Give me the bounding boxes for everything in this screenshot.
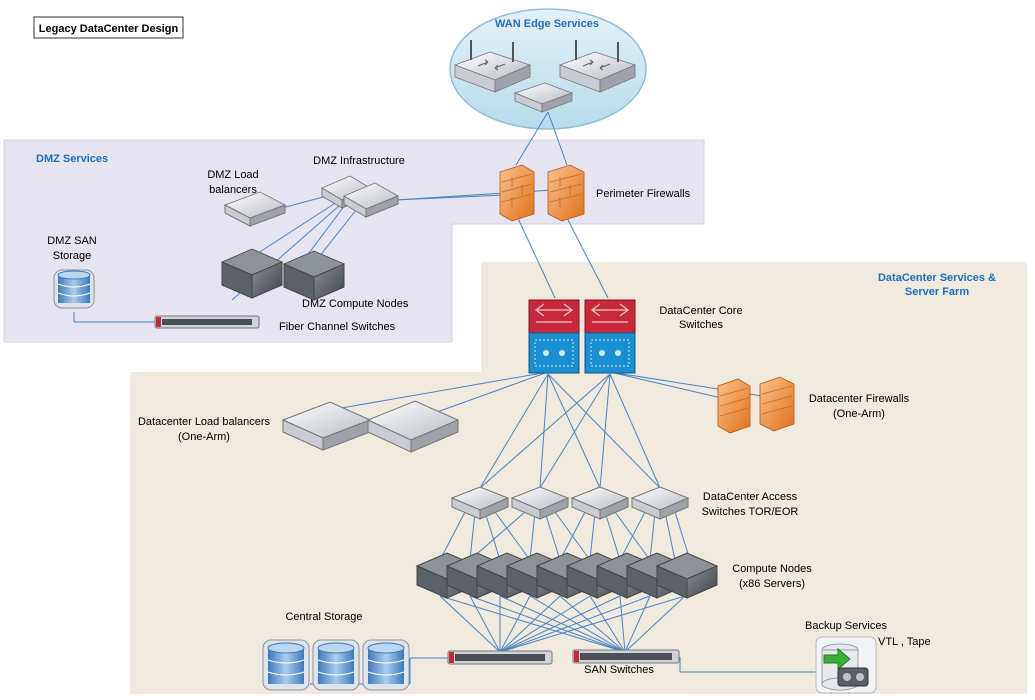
label-dmz-lb-2: balancers (209, 184, 257, 196)
label-dmz-compute: DMZ Compute Nodes (302, 298, 409, 310)
fc-switch-icon (447, 650, 553, 665)
switch-icon (570, 486, 630, 520)
switch-icon (513, 82, 574, 113)
label-core-1: DataCenter Core (659, 305, 742, 317)
zone-title-wan: WAN Edge Services (495, 18, 599, 30)
firewall-icon (547, 164, 585, 222)
label-vtl-tape: VTL , Tape (878, 636, 931, 648)
wan-zone (449, 8, 647, 130)
switch-icon (343, 182, 399, 218)
label-compute-1: Compute Nodes (732, 563, 812, 575)
label-dc-lb-2: (One-Arm) (178, 431, 230, 443)
label-dc-fw-1: Datacenter Firewalls (809, 393, 910, 405)
label-dmz-infrastructure: DMZ Infrastructure (313, 155, 405, 167)
label-access-2: Switches TOR/EOR (702, 506, 799, 518)
storage-icon (362, 639, 410, 691)
storage-icon (262, 639, 310, 691)
label-dc-lb-1: Datacenter Load balancers (138, 416, 271, 428)
switch-icon (510, 486, 570, 520)
core-switch-icon (528, 299, 580, 374)
core-switch-icon (584, 299, 636, 374)
firewall-icon (717, 378, 751, 434)
label-dmz-san-1: DMZ SAN (47, 235, 97, 247)
zone-title-datacenter-2: Server Farm (905, 286, 969, 298)
label-backup: Backup Services (805, 620, 887, 632)
load-balancer-icon (224, 191, 286, 227)
label-san-switches: SAN Switches (584, 664, 654, 676)
switch-icon (630, 486, 690, 520)
router-icon (558, 40, 637, 93)
firewall-icon (759, 376, 795, 432)
router-icon (453, 40, 532, 93)
label-access-1: DataCenter Access (703, 491, 798, 503)
label-dc-fw-2: (One-Arm) (833, 408, 885, 420)
label-core-2: Switches (679, 319, 724, 331)
zone-title-datacenter-1: DataCenter Services & (878, 272, 996, 284)
label-compute-2: (x86 Servers) (739, 578, 805, 590)
server-icon (220, 248, 284, 299)
network-links (73, 111, 818, 685)
server-icon (655, 552, 719, 599)
server-icon (282, 250, 346, 301)
label-central-storage: Central Storage (285, 611, 362, 623)
backup-icon (815, 636, 877, 694)
load-balancer-icon (366, 400, 460, 453)
page-title: Legacy DataCenter Design (39, 23, 179, 35)
switch-icon (450, 486, 510, 520)
title-box (33, 16, 184, 39)
label-fc-switches: Fiber Channel Switches (279, 321, 396, 333)
firewall-icon (499, 164, 535, 222)
label-perimeter-firewalls: Perimeter Firewalls (596, 188, 691, 200)
storage-icon (53, 269, 95, 309)
fc-switch-icon (572, 649, 680, 664)
label-dmz-san-2: Storage (53, 250, 92, 262)
fc-switch-icon (154, 315, 260, 329)
compute-node-group (415, 552, 719, 599)
storage-icon (312, 639, 360, 691)
label-dmz-lb-1: DMZ Load (207, 169, 258, 181)
zone-title-dmz: DMZ Services (36, 153, 108, 165)
